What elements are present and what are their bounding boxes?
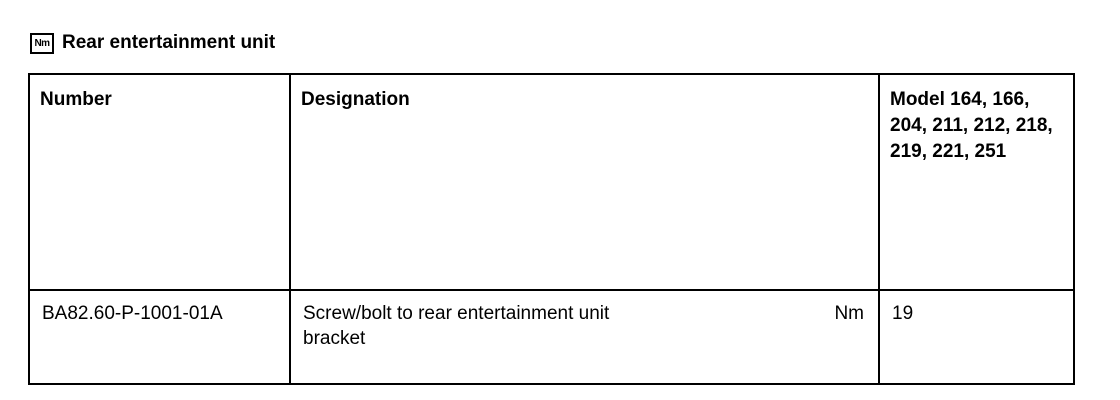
column-header-number: Number: [28, 73, 291, 291]
column-header-model: Model 164, 166, 204, 211, 212, 218, 219,…: [878, 73, 1075, 291]
section-title: Nm Rear entertainment unit: [30, 30, 275, 56]
page-title: Rear entertainment unit: [62, 32, 276, 53]
designation-wrap: Screw/bolt to rear entertainment unit br…: [303, 301, 866, 351]
table-header-row: Number Designation Model 164, 166, 204, …: [28, 73, 1075, 291]
torque-nm-icon: Nm: [30, 32, 54, 54]
designation-text: Screw/bolt to rear entertainment unit br…: [303, 303, 610, 349]
column-header-designation: Designation: [289, 73, 880, 291]
table-row: BA82.60-P-1001-01A Screw/bolt to rear en…: [28, 289, 1075, 385]
cell-number: BA82.60-P-1001-01A: [28, 289, 291, 385]
cell-value: 19: [878, 289, 1075, 385]
cell-designation: Screw/bolt to rear entertainment unit br…: [289, 289, 880, 385]
torque-spec-table: Number Designation Model 164, 166, 204, …: [28, 73, 1075, 385]
unit-label: Nm: [834, 303, 864, 324]
